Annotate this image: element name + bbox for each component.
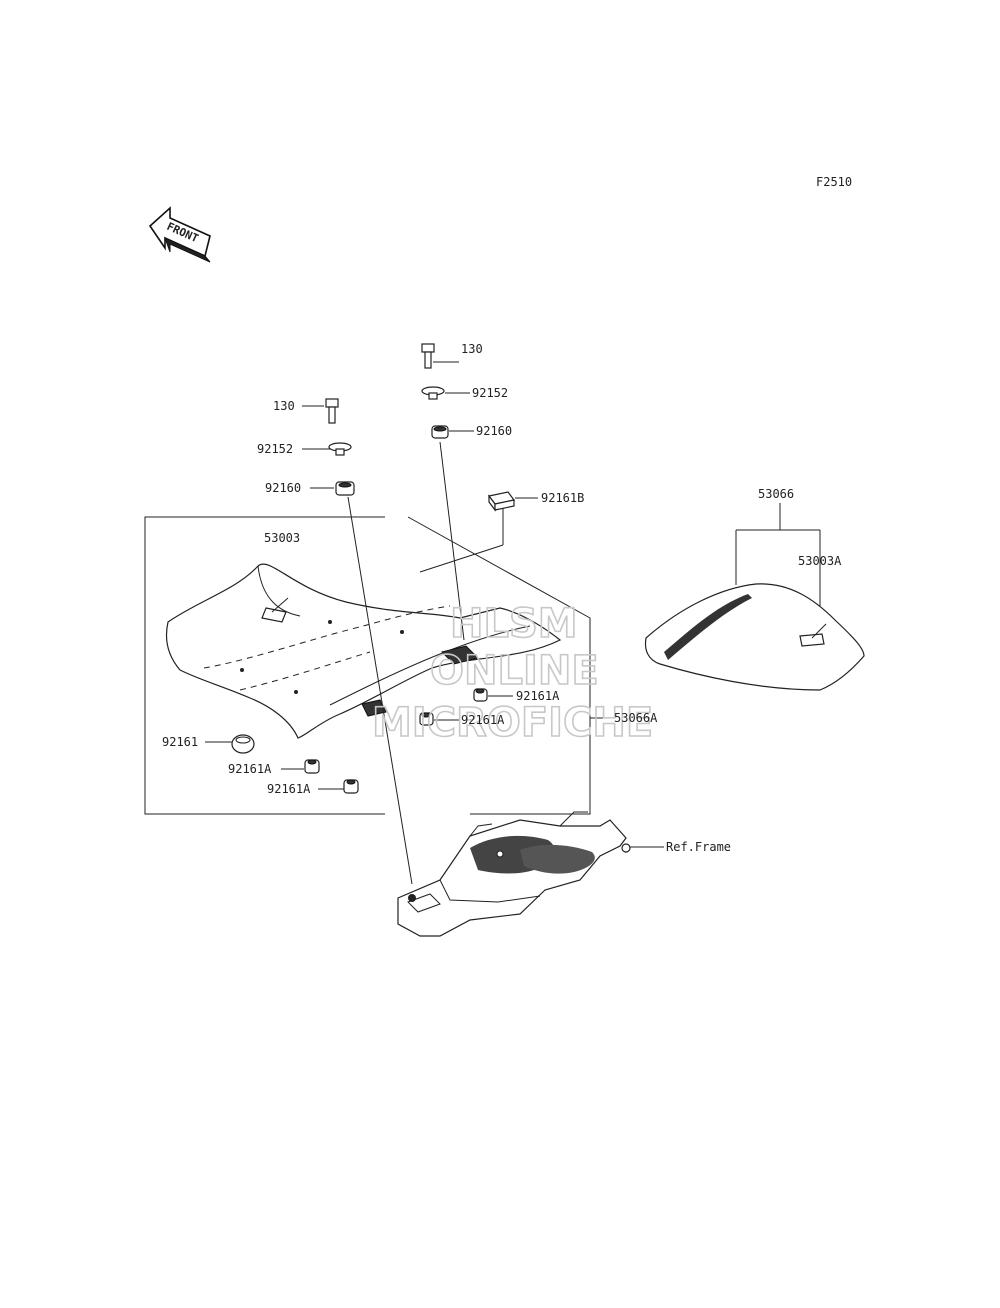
seat-hook-icon (441, 645, 479, 665)
bolt-left-icon (325, 398, 339, 424)
damper-92161a-icon (419, 712, 434, 726)
label-damper-92161a-1: 92161A (516, 689, 560, 703)
label-washer-left: 92152 (257, 442, 293, 456)
label-damper-92161a-4: 92161A (267, 782, 311, 796)
seat-hook-icon (361, 699, 387, 717)
damper-92161a-icon (304, 759, 320, 774)
watermark: HLSM ONLINE MICROFICHE (371, 600, 654, 747)
watermark-line1: HLSM (450, 601, 578, 647)
label-seat-front: 53003 (264, 531, 300, 545)
washer-right-icon (421, 386, 445, 400)
label-damper-right: 92160 (476, 424, 512, 438)
figure-code: F2510 (816, 175, 852, 189)
damper-92161a-icon (473, 688, 488, 702)
damper-92161-icon (231, 734, 255, 754)
damper-right-icon (431, 425, 449, 439)
front-arrow-icon: FRONT (148, 206, 211, 263)
label-ref-frame: Ref.Frame (666, 840, 731, 854)
label-seat-assy-front: 53066A (614, 711, 658, 725)
rear-seat (644, 503, 865, 691)
frame (397, 811, 631, 937)
label-damper-92161: 92161 (162, 735, 198, 749)
label-bolt-left: 130 (273, 399, 295, 413)
bolt-right-icon (421, 343, 435, 369)
damper-left-icon (335, 481, 355, 496)
label-washer-right: 92152 (472, 386, 508, 400)
label-damper-left: 92160 (265, 481, 301, 495)
watermark-line2: ONLINE (430, 648, 599, 694)
seat-assembly-box (144, 516, 612, 815)
watermark-line3: MICROFICHE (372, 700, 653, 746)
label-rear-seat-assy: 53066 (758, 487, 794, 501)
seat-label-tab-icon (261, 607, 287, 623)
pad-92161b-icon (487, 491, 516, 512)
leader-lines (205, 361, 664, 885)
label-damper-92161a-3: 92161A (228, 762, 272, 776)
label-rear-seat: 53003A (798, 554, 842, 568)
label-damper-92161a-2: 92161A (461, 713, 505, 727)
front-seat (165, 563, 562, 739)
damper-92161a-icon (343, 779, 359, 794)
label-pad-92161b: 92161B (541, 491, 584, 505)
label-bolt-right: 130 (461, 342, 483, 356)
washer-left-icon (328, 442, 352, 456)
